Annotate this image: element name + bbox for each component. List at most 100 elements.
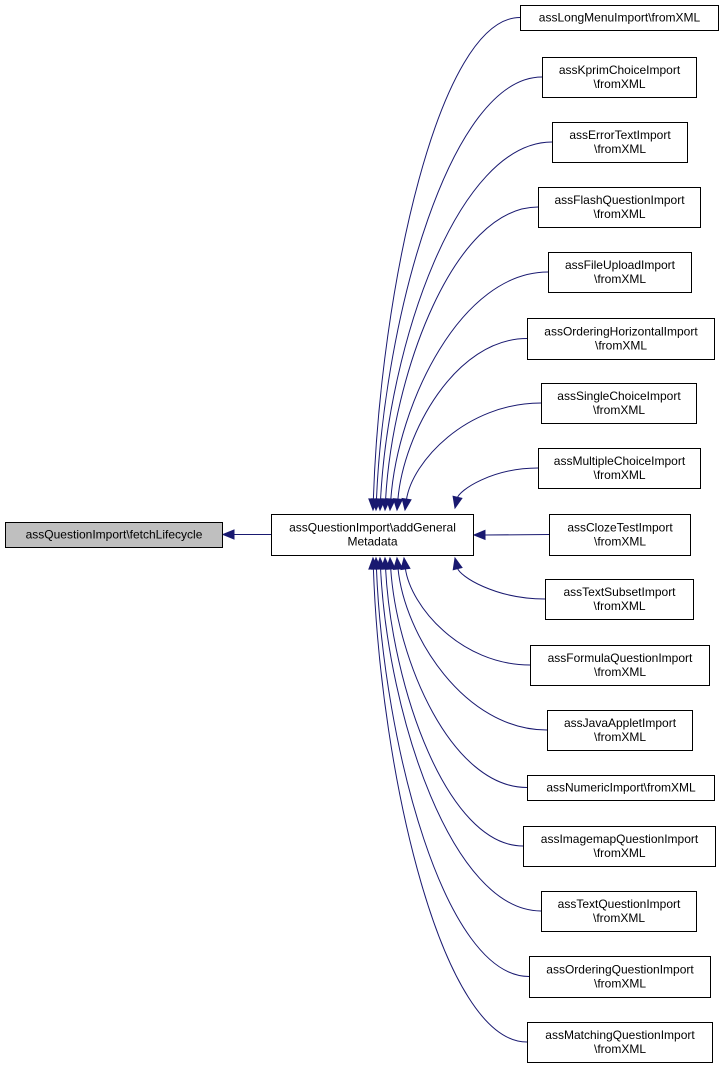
arrowhead-icon xyxy=(392,498,404,512)
node-label: \fromXML xyxy=(594,1042,646,1056)
edge-c6-to-addmeta xyxy=(401,402,542,512)
edge-c7-to-addmeta xyxy=(452,467,539,510)
node-box xyxy=(541,891,697,932)
node-c8[interactable]: assClozeTestImport\fromXML xyxy=(549,514,691,556)
node-c6[interactable]: assSingleChoiceImport\fromXML xyxy=(541,383,697,424)
node-box xyxy=(538,448,701,489)
node-c2[interactable]: assErrorTextImport\fromXML xyxy=(552,122,688,163)
node-label: \fromXML xyxy=(593,846,645,860)
node-box xyxy=(542,57,697,98)
edge-c8-to-addmeta xyxy=(472,529,550,541)
node-label: \fromXML xyxy=(594,272,646,286)
arrowhead-icon xyxy=(400,556,411,571)
node-c11[interactable]: assJavaAppletImport\fromXML xyxy=(547,710,693,751)
node-label: \fromXML xyxy=(593,403,645,417)
node-label: \fromXML xyxy=(594,730,646,744)
node-c16[interactable]: assMatchingQuestionImport\fromXML xyxy=(527,1022,713,1063)
edge-line xyxy=(390,567,528,788)
node-label: assNumericImport\fromXML xyxy=(546,781,696,795)
node-label: assTextSubsetImport xyxy=(563,585,676,599)
node-box xyxy=(549,514,691,556)
edge-line xyxy=(375,567,530,977)
node-label: assClozeTestImport xyxy=(567,521,673,535)
arrowhead-icon xyxy=(368,556,379,570)
arrowhead-icon xyxy=(221,529,235,540)
edge-line xyxy=(372,567,528,1043)
edge-line xyxy=(375,76,543,501)
node-label: assJavaAppletImport xyxy=(564,716,677,730)
arrowhead-icon xyxy=(452,556,463,571)
node-c14[interactable]: assTextQuestionImport\fromXML xyxy=(541,891,697,932)
node-box xyxy=(529,956,711,998)
node-c10[interactable]: assFormulaQuestionImport\fromXML xyxy=(530,645,710,686)
nodes-layer: assQuestionImport\fetchLifecycle assQuest… xyxy=(5,5,719,1063)
edges-layer xyxy=(221,17,553,1043)
node-c13[interactable]: assImagemapQuestionImport\fromXML xyxy=(523,826,716,867)
edge-addmeta-to-fetch xyxy=(221,529,271,540)
node-box xyxy=(527,775,715,801)
node-box xyxy=(530,645,710,686)
node-label: assQuestionImport\fetchLifecycle xyxy=(26,528,203,542)
node-c15[interactable]: assOrderingQuestionImport\fromXML xyxy=(529,956,711,998)
node-label: \fromXML xyxy=(593,468,645,482)
node-c1[interactable]: assKprimChoiceImport\fromXML xyxy=(542,57,697,98)
node-label: assFlashQuestionImport xyxy=(554,193,685,207)
edge-c1-to-addmeta xyxy=(371,76,543,512)
node-c0[interactable]: assLongMenuImport\fromXML xyxy=(520,5,719,31)
node-c9[interactable]: assTextSubsetImport\fromXML xyxy=(545,579,694,620)
node-box xyxy=(541,383,697,424)
node-label: \fromXML xyxy=(593,77,645,91)
edge-c14-to-addmeta xyxy=(375,556,542,912)
node-label: assMatchingQuestionImport xyxy=(545,1028,695,1042)
edge-c11-to-addmeta xyxy=(392,556,548,731)
node-label: assOrderingQuestionImport xyxy=(546,963,694,977)
node-c4[interactable]: assFileUploadImport\fromXML xyxy=(548,252,692,293)
node-box xyxy=(548,252,692,293)
node-label: assFormulaQuestionImport xyxy=(548,651,693,665)
node-c12[interactable]: assNumericImport\fromXML xyxy=(527,775,715,801)
edge-c13-to-addmeta xyxy=(380,556,524,847)
edge-c15-to-addmeta xyxy=(371,556,530,977)
edge-line xyxy=(380,567,542,912)
edge-line xyxy=(385,206,539,501)
node-box xyxy=(538,187,701,228)
node-label: assImagemapQuestionImport xyxy=(541,832,699,846)
node-label: Metadata xyxy=(347,535,397,549)
node-label: assFileUploadImport xyxy=(565,258,676,272)
node-c3[interactable]: assFlashQuestionImport\fromXML xyxy=(538,187,701,228)
node-c5[interactable]: assOrderingHorizontalImport\fromXML xyxy=(527,318,715,360)
node-label: assMultipleChoiceImport xyxy=(554,454,686,468)
edge-c5-to-addmeta xyxy=(392,338,528,512)
node-label: \fromXML xyxy=(593,911,645,925)
node-label: \fromXML xyxy=(594,665,646,679)
node-box xyxy=(5,522,223,548)
edge-c16-to-addmeta xyxy=(368,556,528,1043)
edge-line xyxy=(397,338,528,501)
edge-c12-to-addmeta xyxy=(385,556,528,788)
node-c7[interactable]: assMultipleChoiceImport\fromXML xyxy=(538,448,701,489)
node-label: \fromXML xyxy=(594,142,646,156)
edge-line xyxy=(390,271,549,501)
node-label: assTextQuestionImport xyxy=(558,897,681,911)
arrowhead-icon xyxy=(392,556,404,570)
edge-c4-to-addmeta xyxy=(385,271,549,512)
edge-line xyxy=(372,17,521,501)
edge-line xyxy=(404,567,531,666)
edge-line xyxy=(380,141,553,501)
node-label: \fromXML xyxy=(595,339,647,353)
node-fetch[interactable]: assQuestionImport\fetchLifecycle xyxy=(5,522,223,548)
node-box xyxy=(552,122,688,163)
edge-c10-to-addmeta xyxy=(400,556,531,666)
edge-line xyxy=(456,567,546,600)
node-box xyxy=(527,318,715,360)
arrowhead-icon xyxy=(385,498,397,512)
node-label: assErrorTextImport xyxy=(569,128,671,142)
arrowhead-icon xyxy=(472,529,486,541)
node-label: assQuestionImport\addGeneral xyxy=(289,521,456,535)
node-label: assLongMenuImport\fromXML xyxy=(539,11,701,25)
edge-c9-to-addmeta xyxy=(452,556,546,600)
node-box xyxy=(271,514,474,556)
node-box xyxy=(520,5,719,31)
